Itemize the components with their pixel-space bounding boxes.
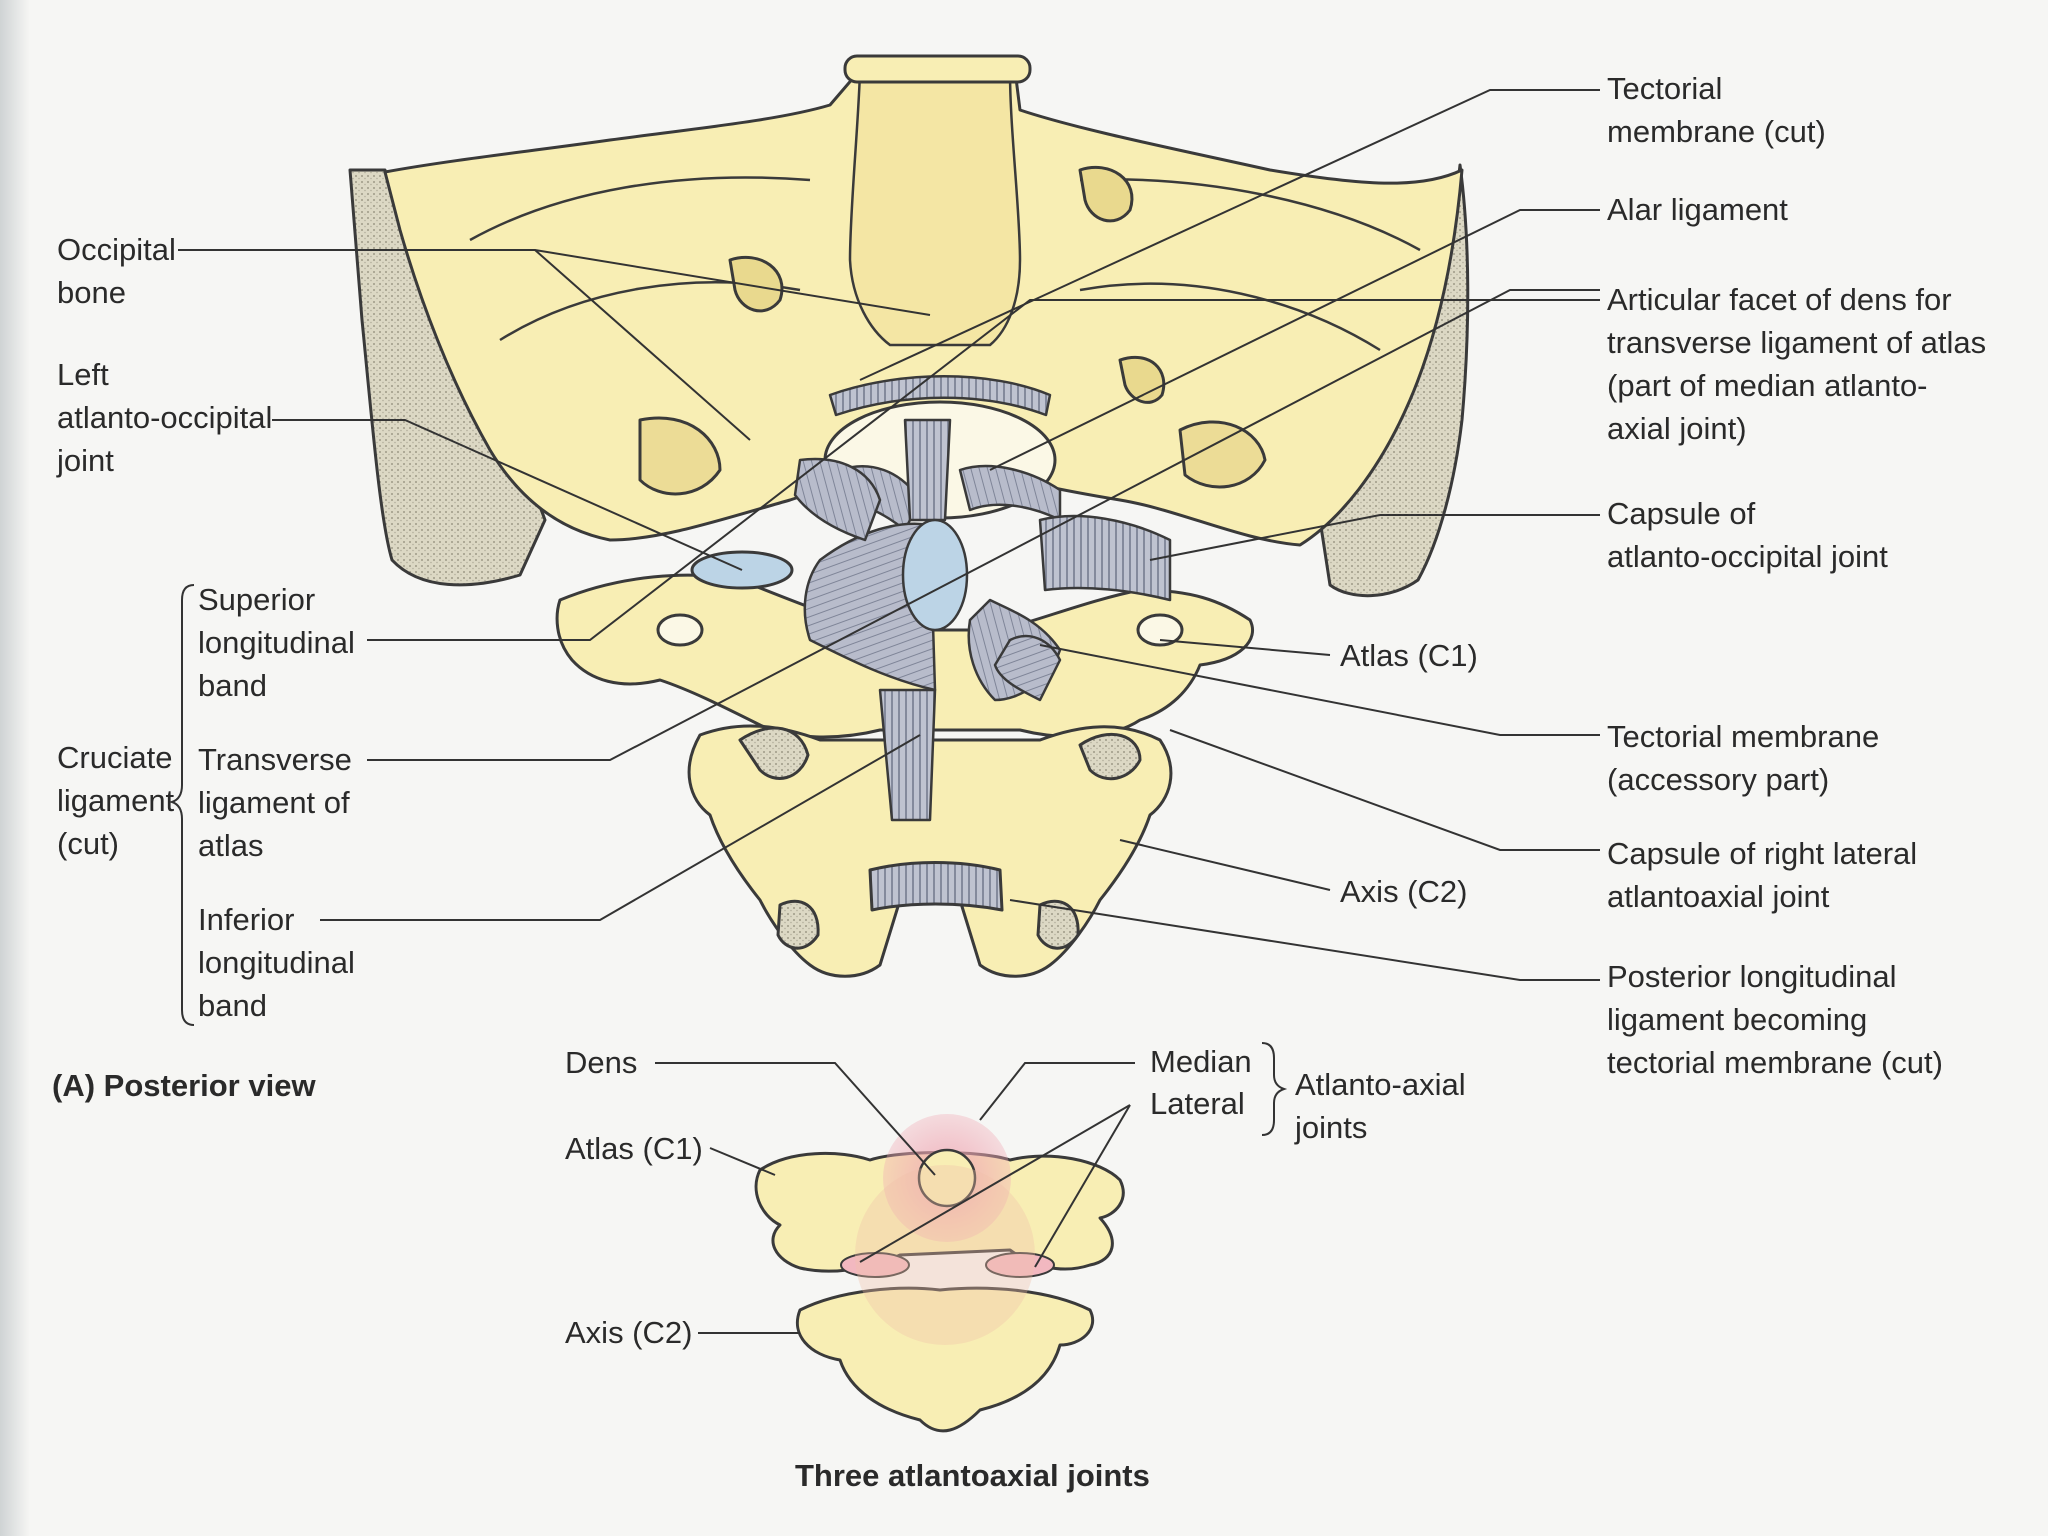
- inset-label-axis: Axis (C2): [565, 1315, 693, 1350]
- inset-label-dens: Dens: [565, 1045, 638, 1080]
- superior-longitudinal-band: [903, 418, 952, 522]
- tectorial-membrane-cut: [828, 375, 1052, 417]
- cruciate-brace: [168, 584, 195, 1026]
- label-alar-ligament: Alar ligament: [1607, 192, 1788, 227]
- capsule-ao-joint: [1038, 514, 1172, 602]
- inferior-longitudinal-band: [878, 688, 937, 822]
- inset-lateral-joint-right: [985, 1252, 1055, 1278]
- label-axis-c2: Axis (C2): [1340, 874, 1468, 909]
- inset-title: Three atlantoaxial joints: [795, 1458, 1150, 1493]
- inset-axis: [795, 1286, 1095, 1433]
- inset-atlantoaxial: [754, 1114, 1125, 1433]
- occipital-crest: [848, 70, 1022, 347]
- figure-caption: (A) Posterior view: [52, 1068, 316, 1103]
- inset-label-lateral: Lateral: [1150, 1086, 1245, 1121]
- inset-label-atlas: Atlas (C1): [565, 1131, 703, 1166]
- axis-c2: [687, 724, 1173, 978]
- atlas-transverse-foramen-left: [656, 613, 704, 647]
- dens-articular-facet: [901, 518, 969, 632]
- posterior-longitudinal-ligament: [868, 861, 1004, 912]
- inset-leader-lines: [655, 1062, 1135, 1334]
- label-tectorial-membrane-accessory: Tectorial membrane(accessory part): [1607, 719, 1880, 797]
- atlanto-axial-brace: [1261, 1042, 1288, 1136]
- inset-label-median: Median: [1150, 1044, 1252, 1079]
- ligaments: [793, 375, 1172, 822]
- label-atlas-c1: Atlas (C1): [1340, 638, 1478, 673]
- leader-lines: [178, 89, 1600, 981]
- atlas-transverse-foramen-right: [1136, 613, 1184, 647]
- alar-ligament-right: [958, 464, 1062, 522]
- page-edge-shadow: [0, 0, 30, 1536]
- capsule-ao-joint-left: [793, 457, 882, 542]
- capsule-right-lateral-atlantoaxial: [993, 634, 1062, 702]
